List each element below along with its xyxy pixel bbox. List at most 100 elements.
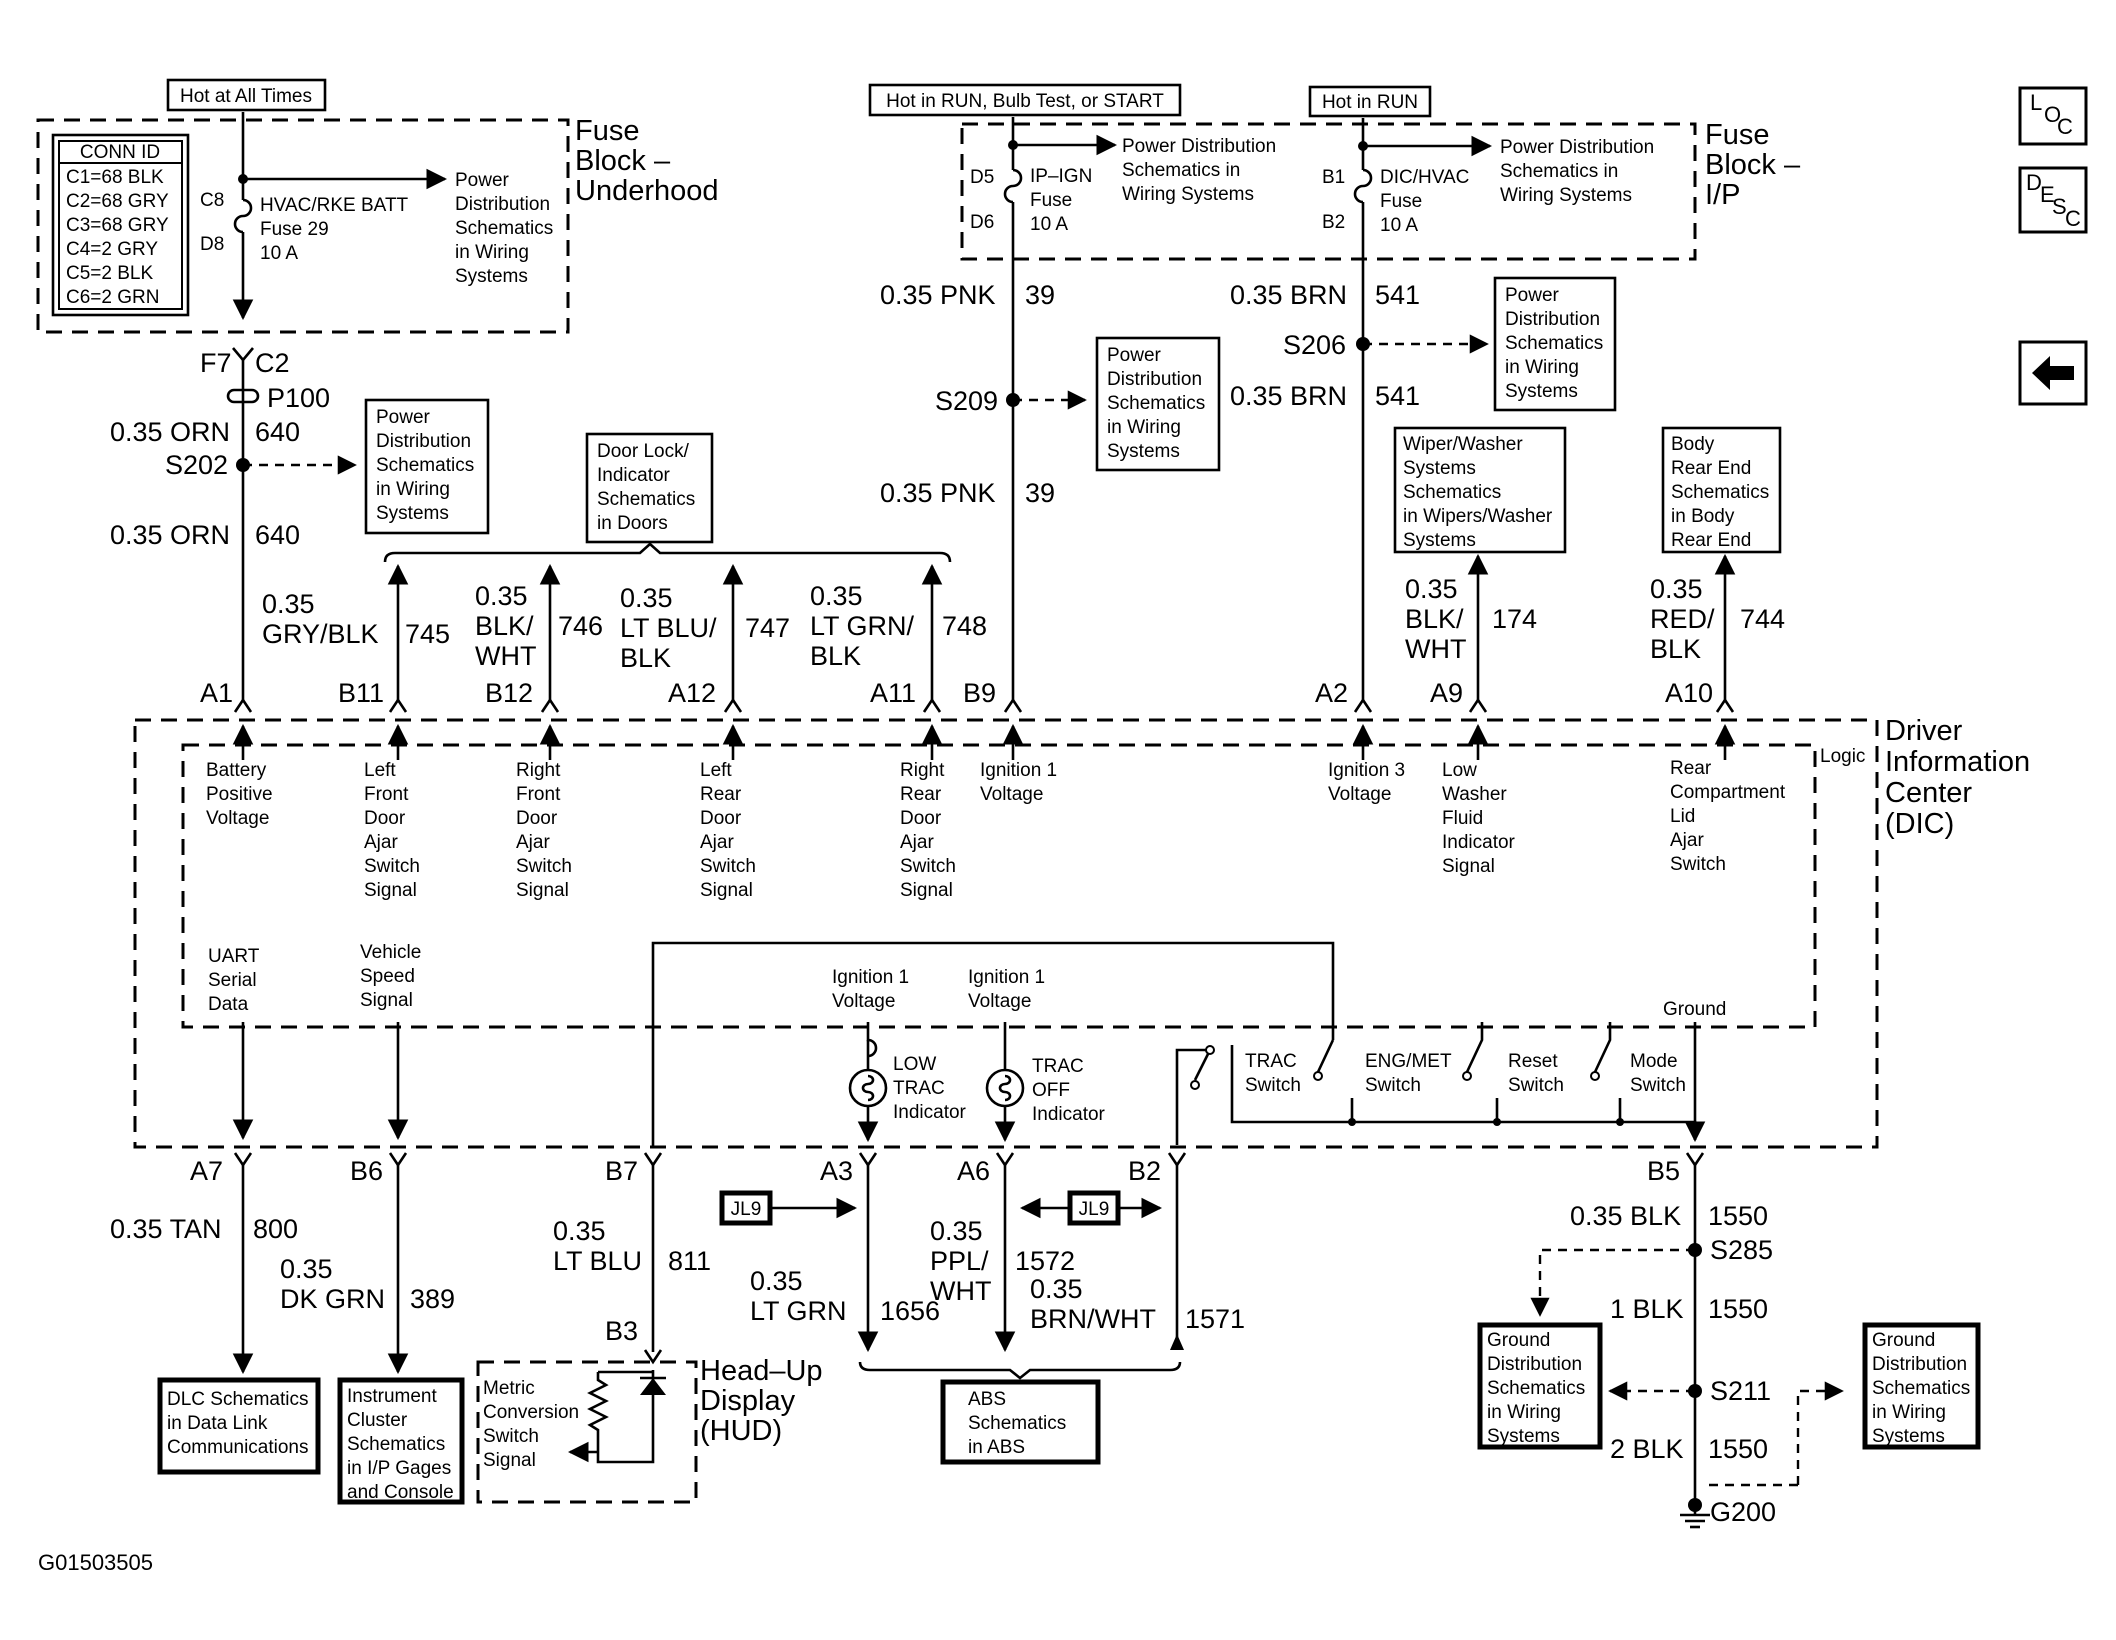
svg-text:Voltage: Voltage [1328, 784, 1391, 805]
hud-trac-signal-line [651, 941, 1335, 1147]
svg-text:Distribution: Distribution [1505, 309, 1600, 330]
svg-text:541: 541 [1375, 280, 1420, 310]
svg-text:C8: C8 [200, 190, 224, 211]
jl9-option-a6-b2: JL9 [1067, 1190, 1121, 1226]
svg-text:174: 174 [1492, 604, 1537, 634]
hud-title: Head–Up Display (HUD) [700, 1355, 823, 1447]
svg-text:Indicator: Indicator [893, 1102, 967, 1123]
svg-text:Distribution: Distribution [1107, 369, 1202, 390]
svg-text:B3: B3 [605, 1316, 638, 1346]
svg-text:B9: B9 [963, 678, 996, 708]
svg-text:GRY/BLK: GRY/BLK [262, 619, 379, 649]
svg-text:Washer: Washer [1442, 784, 1507, 805]
hud-resistor [587, 1372, 609, 1452]
svg-text:Door Lock/: Door Lock/ [597, 441, 690, 462]
description-view-icon[interactable]: D E S C [2018, 166, 2088, 234]
svg-text:0.35: 0.35 [930, 1216, 983, 1246]
svg-text:CONN ID: CONN ID [80, 142, 160, 163]
hud-diode [640, 1378, 666, 1395]
svg-text:Fluid: Fluid [1442, 808, 1483, 829]
svg-text:S202: S202 [165, 450, 228, 480]
svg-text:Distribution: Distribution [1872, 1354, 1967, 1375]
signal-uart-serial-data: UART Serial Data [208, 946, 260, 1015]
svg-text:Wiring Systems: Wiring Systems [1122, 184, 1254, 205]
svg-text:B12: B12 [485, 678, 533, 708]
svg-text:PPL/: PPL/ [930, 1246, 989, 1276]
svg-text:Mode: Mode [1630, 1051, 1678, 1072]
svg-text:Low: Low [1442, 760, 1477, 781]
svg-text:Instrument: Instrument [347, 1386, 437, 1407]
svg-text:S211: S211 [1710, 1376, 1771, 1406]
svg-text:(DIC): (DIC) [1885, 808, 1954, 840]
signal-rear-compartment-lid: Rear Compartment Lid Ajar Switch [1670, 758, 1786, 875]
svg-text:LT BLU: LT BLU [553, 1246, 642, 1276]
svg-text:Rear: Rear [900, 784, 942, 805]
svg-text:Switch: Switch [700, 856, 756, 877]
svg-text:B6: B6 [350, 1156, 383, 1186]
svg-text:C2: C2 [255, 348, 290, 378]
svg-text:Power: Power [1505, 285, 1560, 306]
svg-text:Schematics in: Schematics in [1500, 161, 1618, 182]
svg-text:Lid: Lid [1670, 806, 1695, 827]
signal-rf-door-ajar: Right Front Door Ajar Switch Signal [516, 760, 572, 901]
svg-text:F7: F7 [200, 348, 232, 378]
svg-text:Right: Right [516, 760, 561, 781]
hot-in-run-label: Hot in RUN [1308, 85, 1432, 118]
svg-text:in Data Link: in Data Link [167, 1413, 268, 1434]
svg-text:Distribution: Distribution [376, 431, 471, 452]
svg-text:Driver: Driver [1885, 715, 1963, 747]
location-view-icon[interactable]: L O C [2018, 86, 2088, 146]
dic-top-internal-arrows [232, 723, 1736, 760]
ground-distribution-ref-1: Ground Distribution Schematics in Wiring… [1477, 1322, 1603, 1450]
wire-1572-label: 0.35 PPL/ WHT 1572 [930, 1216, 1075, 1306]
fuse-block-underhood [36, 118, 570, 334]
svg-text:Switch: Switch [364, 856, 420, 877]
trac-off-indicator-label: TRAC OFF Indicator [1032, 1056, 1106, 1125]
svg-text:Fuse 29: Fuse 29 [260, 219, 329, 240]
ip-power-distribution-ref-1: Power Distribution Schematics in Wiring … [1122, 136, 1276, 205]
svg-text:Fuse: Fuse [575, 115, 639, 147]
svg-text:Ajar: Ajar [516, 832, 550, 853]
svg-text:Information: Information [1885, 746, 2030, 778]
wire-1550-blk1-label: 0.35 BLK 1550 [1570, 1201, 1768, 1231]
instrument-cluster-ref: Instrument Cluster Schematics in I/P Gag… [337, 1377, 465, 1505]
dic-top-pins: A1 B11 B12 A12 A11 B9 A2 A9 A10 [200, 678, 1713, 708]
trac-switch-label: TRAC Switch [1245, 1051, 1301, 1096]
dic-logic-block [181, 743, 1817, 1029]
svg-text:1550: 1550 [1708, 1434, 1768, 1464]
svg-text:Vehicle: Vehicle [360, 942, 421, 963]
svg-text:D5: D5 [970, 167, 994, 188]
signal-lf-door-ajar: Left Front Door Ajar Switch Signal [364, 760, 420, 901]
svg-text:C: C [2057, 114, 2073, 139]
svg-text:Underhood: Underhood [575, 175, 719, 207]
svg-text:S209: S209 [935, 386, 998, 416]
svg-text:JL9: JL9 [1079, 1199, 1110, 1220]
svg-text:Systems: Systems [1487, 1426, 1560, 1447]
svg-text:0.35: 0.35 [1030, 1274, 1083, 1304]
dic-hvac-fuse-label: DIC/HVAC Fuse 10 A [1380, 167, 1469, 236]
svg-text:Voltage: Voltage [832, 991, 895, 1012]
svg-text:Power: Power [376, 407, 431, 428]
wire-1656-label: 0.35 LT GRN 1656 [750, 1266, 940, 1326]
fuse-29-symbol [233, 198, 253, 234]
svg-text:Power: Power [1107, 345, 1162, 366]
low-trac-indicator-label: LOW TRAC Indicator [893, 1054, 967, 1123]
svg-text:in ABS: in ABS [968, 1437, 1025, 1458]
svg-text:TRAC: TRAC [1032, 1056, 1084, 1077]
ip-power-distribution-ref-2: Power Distribution Schematics in Wiring … [1500, 137, 1654, 206]
svg-text:WHT: WHT [930, 1276, 991, 1306]
ip-ign-fuse-label: IP–IGN Fuse 10 A [1030, 166, 1092, 235]
svg-text:I/P: I/P [1705, 179, 1740, 211]
signal-ignition1-voltage: Ignition 1 Voltage [980, 760, 1057, 805]
jl9-option-a3: JL9 [719, 1190, 773, 1226]
svg-text:Schematics: Schematics [376, 455, 474, 476]
wire-1571-label: 0.35 BRN/WHT 1571 [1030, 1274, 1245, 1334]
svg-text:A9: A9 [1430, 678, 1463, 708]
svg-text:1550: 1550 [1708, 1201, 1768, 1231]
svg-text:C5=2 BLK: C5=2 BLK [66, 263, 153, 284]
svg-text:Schematics: Schematics [597, 489, 695, 510]
wire-811-label: 0.35 LT BLU 811 [553, 1216, 711, 1276]
back-arrow-icon[interactable] [2018, 340, 2088, 406]
svg-text:Schematics: Schematics [1403, 482, 1501, 503]
